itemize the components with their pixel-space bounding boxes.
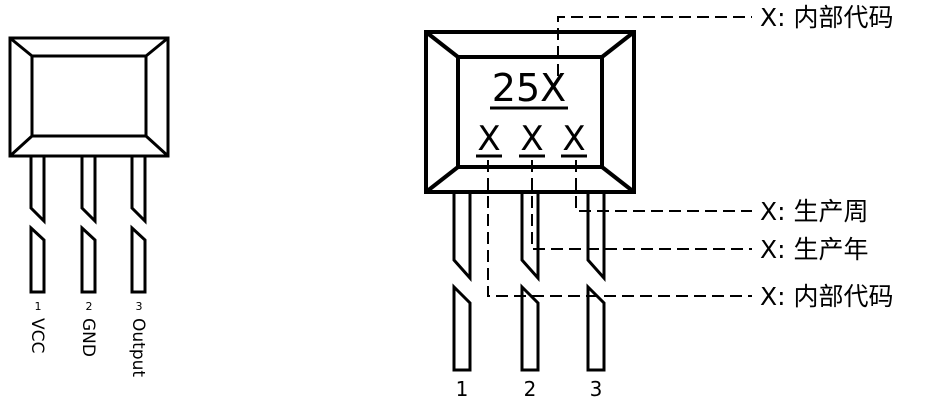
marking-line-1: 25X — [492, 66, 566, 110]
left-pin-3-upper — [130, 157, 147, 225]
right-bevel-line — [600, 165, 636, 194]
left-pin-2-lower — [80, 224, 97, 294]
leader-line-top — [557, 16, 752, 76]
right-pin-2-upper — [520, 193, 540, 282]
left-pin-1-upper — [29, 157, 46, 225]
callout-production-week: X: 生产周 — [760, 197, 869, 226]
callout-labels: X: 内部代码 X: 生产周 X: 生产年 X: 内部代码 — [760, 3, 894, 311]
callout-production-year: X: 生产年 — [760, 235, 869, 264]
right-pin-1-lower — [452, 283, 472, 372]
left-pin-3-number: 3 — [136, 300, 143, 313]
left-package-outer-body — [8, 36, 170, 158]
package-marking: 25X X X X — [476, 66, 587, 159]
left-pin-2-name: GND — [78, 318, 98, 357]
left-pin-1-name: VCC — [27, 318, 47, 353]
left-pin-3-name: Output — [128, 318, 148, 377]
right-pin-1-upper — [452, 193, 472, 282]
callout-internal-code-top: X: 内部代码 — [760, 3, 894, 32]
marking-char-1: X — [477, 119, 500, 159]
left-package — [8, 36, 170, 158]
leader-line-year — [531, 160, 752, 250]
right-pin-3-number: 3 — [590, 377, 603, 401]
left-pin-2-upper — [80, 157, 97, 225]
right-package-inner-face — [456, 55, 604, 169]
right-pin-2-lower — [520, 283, 540, 372]
left-bevel-line — [144, 134, 170, 158]
left-bevel-line — [8, 134, 34, 158]
leader-line-bottom — [487, 160, 752, 297]
left-pin-1-lower — [29, 224, 46, 294]
right-pin-3-upper — [586, 193, 606, 282]
right-package — [424, 30, 636, 194]
right-pins — [452, 193, 606, 372]
callout-internal-code-bottom: X: 内部代码 — [760, 282, 894, 311]
marking-char-3: X — [562, 119, 585, 159]
left-pins — [29, 157, 147, 294]
left-pin-2-number: 2 — [86, 300, 93, 313]
right-bevel-line — [424, 165, 460, 194]
left-package-inner-face — [30, 54, 148, 138]
right-pin-numbers: 1 2 3 — [456, 377, 603, 401]
right-pin-3-lower — [586, 283, 606, 372]
left-pin-3-lower — [130, 224, 147, 294]
right-bevel-line — [600, 30, 636, 59]
leader-line-week — [575, 160, 752, 212]
left-pin-labels: 1 2 3 VCC GND Output — [27, 300, 148, 377]
left-pin-1-number: 1 — [35, 300, 42, 313]
right-pin-1-number: 1 — [456, 377, 469, 401]
right-bevel-line — [424, 30, 460, 59]
left-bevel-line — [9, 36, 33, 58]
right-package-outer-body — [424, 30, 636, 194]
right-pin-2-number: 2 — [524, 377, 537, 401]
left-bevel-line — [145, 36, 169, 58]
marking-char-2: X — [520, 119, 543, 159]
leader-lines — [487, 16, 752, 297]
